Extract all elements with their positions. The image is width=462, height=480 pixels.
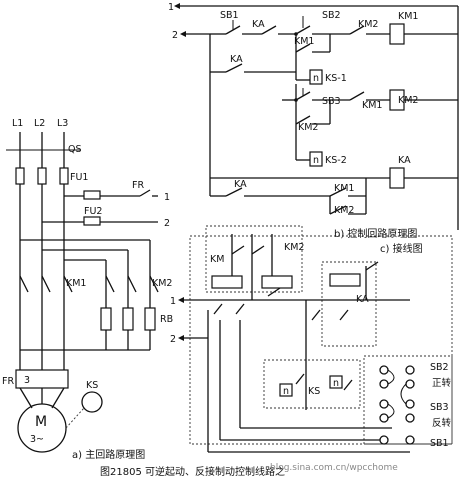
km1-coil-label: KM1 <box>398 11 418 22</box>
w-n2-label: n <box>333 378 339 389</box>
km1-contact-label: KM1 <box>294 36 314 47</box>
sb1-label: SB1 <box>220 10 239 21</box>
fr-box-label: FR <box>2 376 14 387</box>
w-1-label: 1 <box>170 296 176 307</box>
w-n-label: n <box>283 386 289 397</box>
km1-mid-label: KM1 <box>362 100 382 111</box>
w-2-label: 2 <box>170 334 176 345</box>
motor-m-label: M <box>35 414 47 430</box>
watermark-text: blog.sina.com.cn/wpcchome <box>270 463 398 473</box>
fu1-label: FU1 <box>70 172 88 183</box>
fu2-label: FU2 <box>84 206 102 217</box>
km1-main-label: KM1 <box>66 278 86 289</box>
ka-bottom-label: KA <box>234 179 247 190</box>
ka-top-label: KA <box>252 19 265 30</box>
sb3-label: SB3 <box>322 96 341 107</box>
caption-b: b) 控制回路原理图 <box>334 227 417 240</box>
w-forward-label: 正转 <box>432 377 452 389</box>
ks-main-label: KS <box>86 380 98 391</box>
rb-label: RB <box>160 314 173 325</box>
km2-contact-label: KM2 <box>298 122 318 133</box>
w-km2-label: KM2 <box>284 242 304 253</box>
n2-label: n <box>313 155 319 166</box>
caption-a: a) 主回路原理图 <box>72 448 145 461</box>
fr-label: FR <box>132 180 144 191</box>
qs-label: QS <box>68 144 82 155</box>
sb2-label: SB2 <box>322 10 341 21</box>
control-circuit: 1 2 SB1 KA SB2 KM2 KM1 KM1 <box>168 2 459 240</box>
w-reverse-label: 反转 <box>432 417 452 429</box>
w-km-label: KM <box>210 254 224 265</box>
fr-2-label: 2 <box>164 218 170 229</box>
line-1-label: 1 <box>168 2 174 13</box>
ks2-label: KS-2 <box>325 155 347 166</box>
km2-top-label: KM2 <box>358 19 378 30</box>
figure-title: 图21805 可逆起动、反接制动控制线路之 <box>100 465 285 478</box>
w-sb3-label: SB3 <box>430 402 449 413</box>
km1-bottom-label: KM1 <box>334 183 354 194</box>
fr-1-label: 1 <box>164 192 170 203</box>
main-circuit: L1 L2 L3 QS FU1 FR 1 FU2 2 <box>2 118 173 461</box>
fr-num-label: 3 <box>24 375 30 386</box>
n1-label: n <box>313 73 319 84</box>
motor-3-label: 3~ <box>30 434 44 445</box>
l3-label: L3 <box>57 118 68 129</box>
w-ks-label: KS <box>308 386 320 397</box>
l1-label: L1 <box>12 118 23 129</box>
l2-label: L2 <box>34 118 45 129</box>
caption-c: c) 接线图 <box>380 242 423 255</box>
km2-main-label: KM2 <box>152 278 172 289</box>
ka-coil-label: KA <box>398 155 411 166</box>
km2-bottom-label: KM2 <box>334 205 354 216</box>
ka-contact-label: KA <box>230 54 243 65</box>
ks1-label: KS-1 <box>325 73 347 84</box>
w-sb2-label: SB2 <box>430 362 449 373</box>
w-sb1-label: SB1 <box>430 438 449 449</box>
wiring-diagram: c) 接线图 KM KM2 KA 1 2 <box>170 225 453 453</box>
line-2-label: 2 <box>172 30 178 41</box>
